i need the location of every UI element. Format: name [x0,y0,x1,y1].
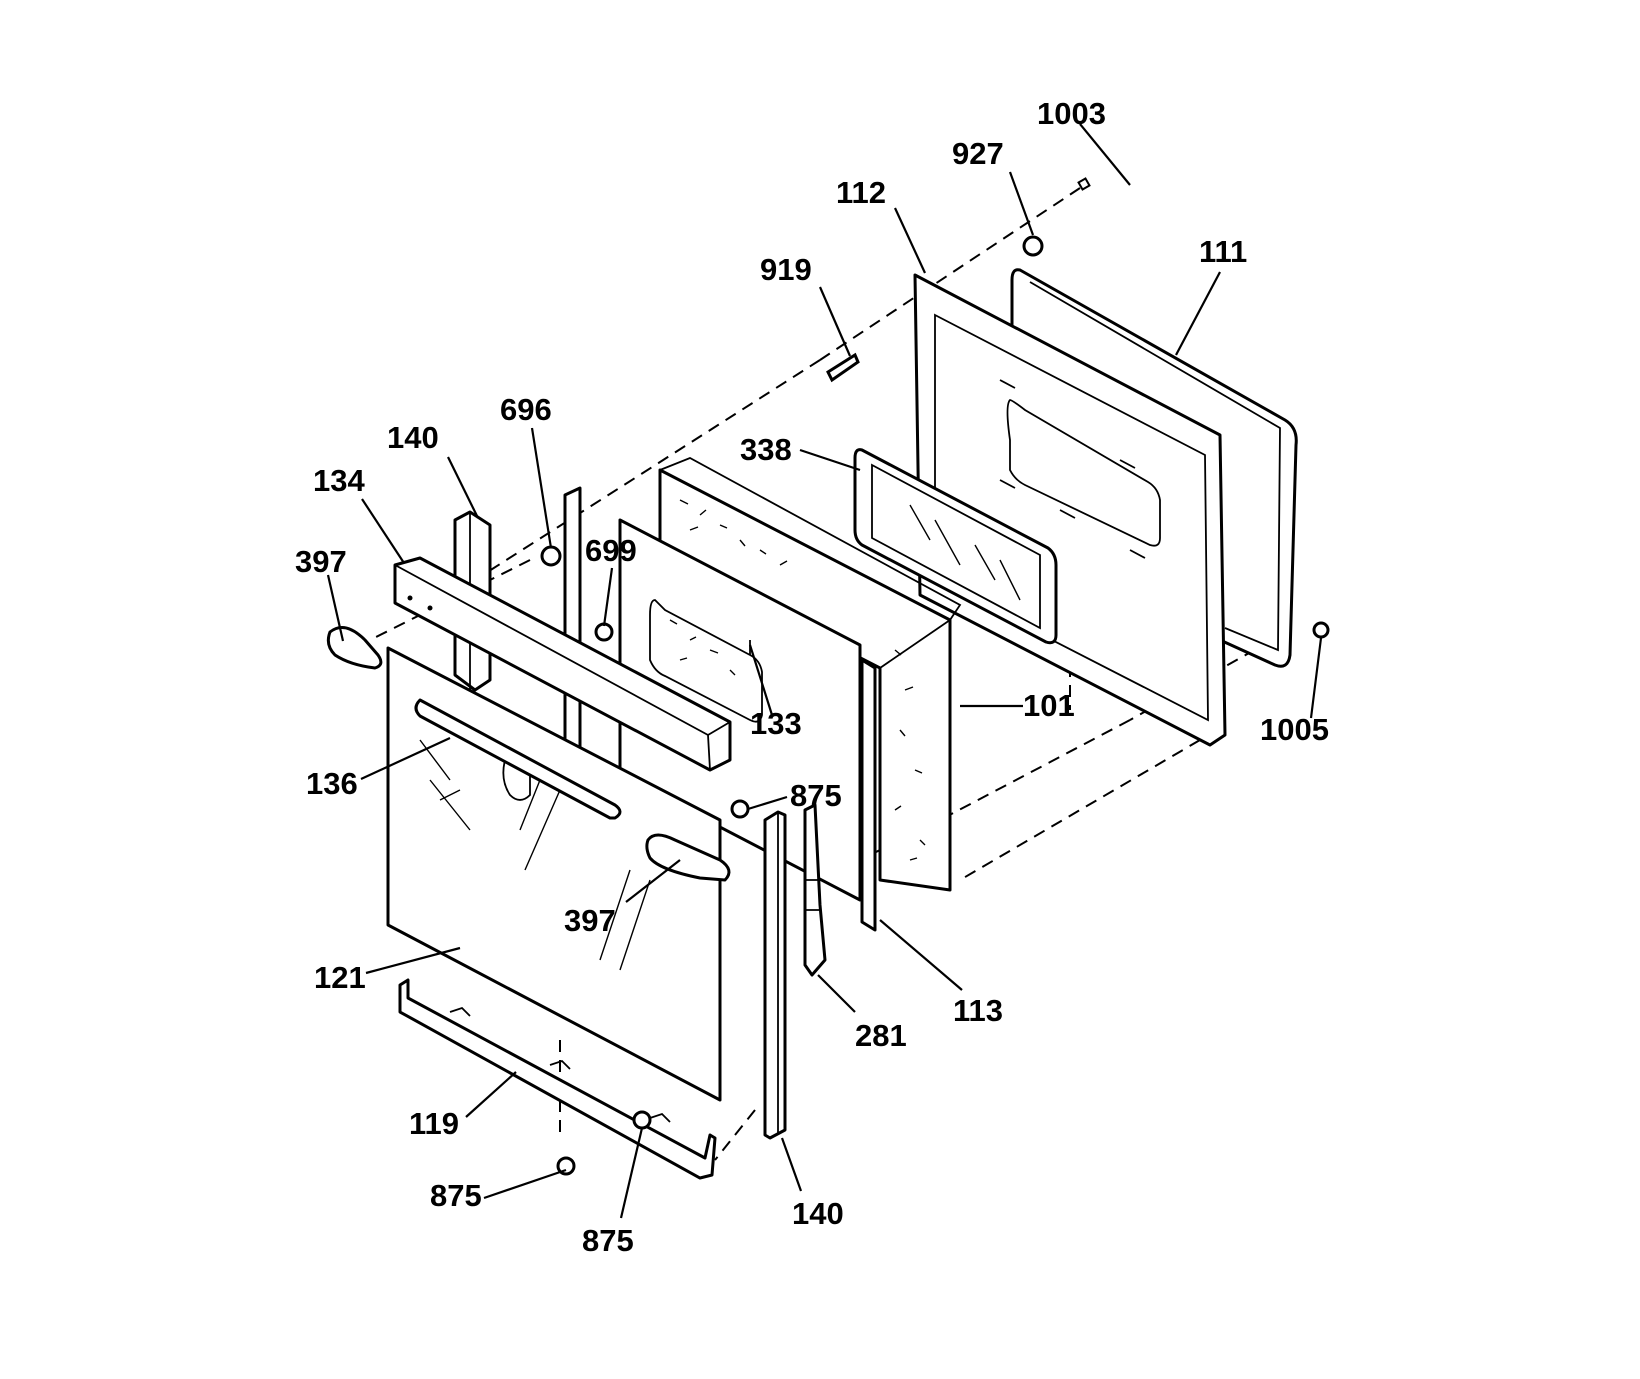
part-281-hinge [803,803,827,977]
part-134-top-trim [393,556,732,772]
part-397-end-cap-left [326,626,383,670]
screw-875c-icon [632,1110,652,1130]
label-111: 111 [1199,234,1247,269]
label-875-bottom: 875 [582,1223,634,1258]
label-927: 927 [952,136,1004,171]
part-112-door-liner [913,273,1227,747]
label-1005: 1005 [1260,712,1329,747]
label-875-left: 875 [430,1178,482,1213]
label-919: 919 [760,252,812,287]
label-136: 136 [306,766,358,801]
label-140-bottom: 140 [792,1196,844,1231]
part-119-bottom-trim [398,978,717,1180]
label-338: 338 [740,432,792,467]
part-338-window-frame [853,448,1058,645]
label-875-mid: 875 [790,778,842,813]
screw-1003-icon [1077,177,1091,191]
label-140-top: 140 [387,420,439,455]
label-112: 112 [836,175,886,210]
insulation-pattern [679,499,926,861]
screw-696-icon [540,545,562,567]
nut-927-icon [1022,235,1044,257]
part-door-frame [563,486,582,770]
screw-1005-icon [1312,621,1330,639]
label-133: 133 [750,706,802,741]
label-134: 134 [313,463,365,498]
label-113: 113 [953,993,1003,1028]
part-140-right-bracket [763,810,787,1140]
label-1003: 1003 [1037,96,1106,131]
label-397-left: 397 [295,544,347,579]
label-397-right: 397 [564,903,616,938]
label-119: 119 [409,1106,459,1141]
label-121: 121 [314,960,366,995]
pin-919-icon [826,352,860,383]
screw-875a-icon [730,799,750,819]
part-136-handle [414,698,622,820]
label-699: 699 [585,533,637,568]
part-113-side-strip [860,658,877,932]
screw-699-icon [594,622,614,642]
leader-lines [326,123,1323,1219]
label-696: 696 [500,392,552,427]
screw-875b-icon [556,1156,576,1176]
part-labels: 1003 927 112 111 919 696 140 134 338 397… [295,96,1329,1258]
part-121-outer-door [386,646,722,1102]
label-101: 101 [1023,688,1075,723]
label-281: 281 [855,1018,907,1053]
